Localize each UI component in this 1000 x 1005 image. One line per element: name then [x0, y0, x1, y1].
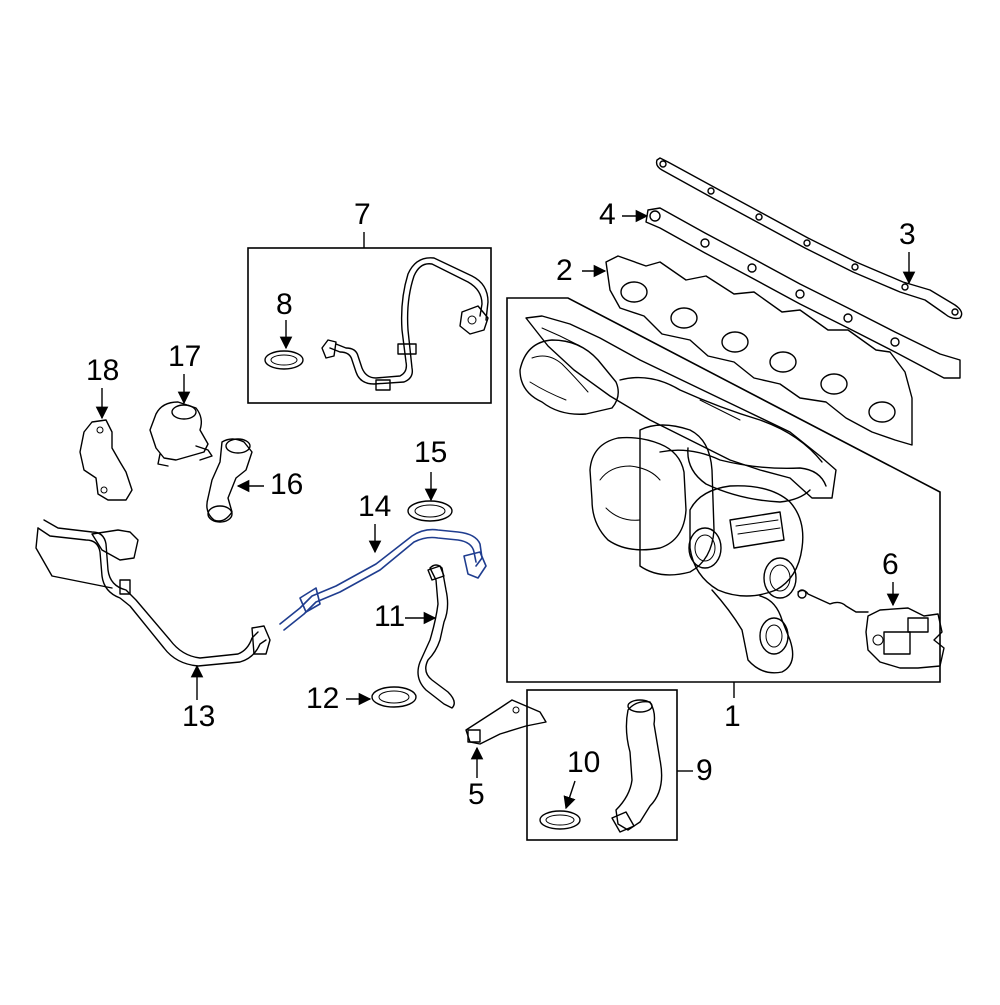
- part-14-coolant-pipe: [279, 528, 487, 631]
- callout-3: 3: [899, 218, 916, 251]
- part-7-oil-line: [321, 257, 489, 391]
- callout-18: 18: [86, 354, 120, 387]
- part-6-actuator: [797, 589, 945, 669]
- part-11-water-pipe: [417, 564, 455, 709]
- callout-7: 7: [354, 198, 371, 231]
- callout-17: 17: [168, 340, 202, 373]
- part-12-washer-inner: [378, 690, 410, 704]
- part-1-turbocharger: [519, 315, 837, 674]
- group-box-turbocharger: [506, 297, 941, 683]
- callout-10: 10: [567, 746, 601, 779]
- callout-13: 13: [182, 700, 216, 733]
- part-15-washer: [407, 500, 453, 522]
- part-17-water-pump: [149, 401, 213, 467]
- callout-5: 5: [468, 778, 485, 811]
- callout-11: 11: [374, 600, 406, 633]
- part-4-rail: [645, 207, 961, 379]
- part-8-washer-inner: [270, 354, 298, 366]
- part-13-coolant-line: [35, 519, 271, 667]
- part-10-washer-inner: [545, 814, 575, 826]
- part-9-return-hose: [611, 699, 663, 833]
- part-12-washer: [371, 686, 417, 708]
- arrow-10: [563, 780, 576, 810]
- callout-15: 15: [414, 436, 448, 469]
- part-16-hose: [206, 438, 253, 523]
- callout-8: 8: [276, 288, 293, 321]
- callout-9: 9: [696, 754, 713, 787]
- callout-2: 2: [556, 254, 573, 287]
- callout-12: 12: [306, 682, 340, 715]
- callout-14: 14: [358, 490, 392, 523]
- part-5-bracket: [465, 699, 547, 745]
- part-10-washer: [539, 810, 581, 830]
- part-2-exhaust-gasket: [605, 255, 913, 446]
- group-box-oil-line-kit: [247, 247, 492, 404]
- part-8-washer: [264, 350, 304, 370]
- part-3-gasket-strip: [655, 157, 963, 320]
- part-18-bracket: [79, 419, 133, 501]
- group-box-return-hose-kit: [526, 689, 678, 841]
- callout-6: 6: [882, 548, 899, 581]
- part-15-washer-inner: [414, 504, 446, 518]
- callout-1: 1: [724, 700, 741, 733]
- callout-16: 16: [270, 468, 304, 501]
- callout-4: 4: [599, 198, 616, 231]
